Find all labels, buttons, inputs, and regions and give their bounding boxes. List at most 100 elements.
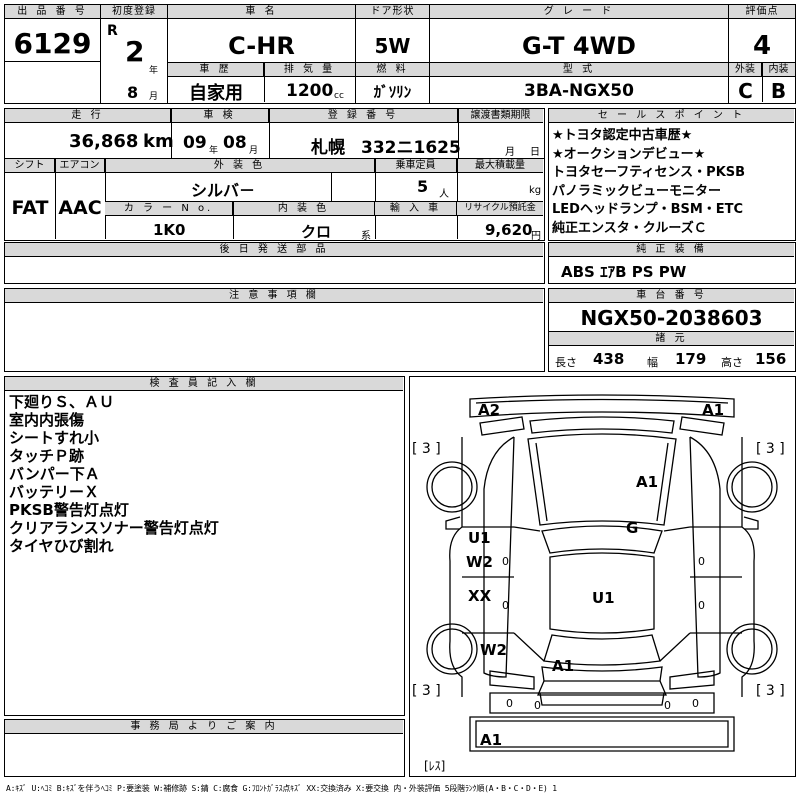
grade-value: G-T 4WD — [522, 32, 636, 60]
zero-mark: 0 — [692, 697, 699, 710]
interior-label: 内装 — [762, 63, 795, 77]
score-value: 4 — [752, 31, 772, 61]
recycle-unit: 円 — [531, 231, 541, 242]
windshield-shape — [541, 525, 663, 554]
door-label: ドア形状 — [356, 5, 429, 19]
year-unit: 年 — [149, 66, 159, 76]
length-label: 長さ — [555, 356, 577, 369]
registration-month: 8 — [127, 83, 139, 102]
model-value: 3BA-NGX50 — [524, 81, 634, 101]
selling-point-item: LEDヘッドランプ・BSM・ETC — [552, 202, 744, 217]
damage-rear-fender: W2 — [480, 641, 507, 659]
chassis-box: 車 台 番 号 NGX50-2038603 諸 元 長さ 438 幅 179 高… — [548, 288, 796, 372]
notes-label: 注 意 事 項 欄 — [5, 289, 543, 303]
recycle-value: 9,620 — [485, 221, 533, 239]
damage-front-door-1: U1 — [468, 529, 491, 547]
spare-box — [469, 716, 735, 752]
tire-front-left — [426, 461, 478, 513]
era-letter: R — [107, 23, 118, 39]
zero-mark: 0 — [698, 555, 705, 568]
hood-shape — [527, 433, 677, 526]
door-value: 5W — [374, 34, 411, 58]
inspector-item: シートすれ小 — [9, 429, 100, 447]
first-registration-cell: 初度登録 R 2 年 8 月 — [101, 5, 167, 102]
inspector-label: 検 査 員 記 入 欄 — [5, 377, 403, 391]
zero-mark: 0 — [698, 599, 705, 612]
grade-label: グ レ ー ド — [430, 5, 728, 19]
inspector-list: 下廻りＳ、ＡＵ 室内内張傷 シートすれ小 タッチＰ跡 バンパー下Ａ バッテリーＸ… — [9, 393, 219, 555]
fuel-value: ｶﾞｿﾘﾝ — [373, 83, 412, 101]
capacity-value: 5 — [417, 177, 429, 196]
inspection-year-unit: 年 — [209, 146, 219, 156]
legend-text: A:ｷｽﾞ U:ﾍｺﾐ B:ｷｽﾞを伴うﾍｺﾐ P:要塗装 W:補修跡 S:錆 … — [6, 784, 557, 793]
tire-mark-fl: [ 3 ] — [412, 441, 441, 457]
selling-point-item: トヨタセーフティセンス・PKSB — [552, 165, 746, 180]
chassis-number: NGX50-2038603 — [580, 306, 763, 330]
model-label: 型 式 — [430, 63, 728, 77]
inspector-item: 室内内張傷 — [9, 411, 85, 429]
car-name-label: 車 名 — [168, 5, 355, 19]
int-color-label: 内 装 色 — [233, 202, 375, 216]
tire-front-right — [726, 461, 778, 513]
exterior-label: 外装 — [729, 63, 762, 77]
lot-number-label: 出 品 番 号 — [5, 5, 100, 19]
recycle-label: リサイクル預託金 — [457, 202, 543, 216]
transfer-label: 譲渡書類期限 — [458, 109, 543, 123]
height-label: 高さ — [721, 356, 743, 369]
header-box: 出 品 番 号 6129 初度登録 R 2 年 8 月 車 名 C-HR 車 歴… — [4, 4, 796, 104]
inspector-item: タッチＰ跡 — [9, 447, 85, 465]
office-box: 事 務 局 よ り ご 案 内 — [4, 719, 405, 777]
exterior-grade: C — [738, 79, 753, 103]
roof-shape — [549, 552, 655, 634]
interior-grade: B — [770, 79, 787, 103]
front-bumper-shape — [469, 394, 735, 418]
capacity-label: 乗車定員 — [375, 159, 457, 173]
inspection-month: 08 — [223, 133, 247, 153]
notes-box: 注 意 事 項 欄 — [4, 288, 545, 372]
zero-mark: 0 — [502, 555, 509, 568]
later-parts-label: 後 日 発 送 部 品 — [5, 243, 543, 257]
damage-roof: U1 — [592, 589, 615, 607]
lot-number: 6129 — [13, 27, 92, 60]
damage-rear: A1 — [552, 657, 575, 675]
chassis-label: 車 台 番 号 — [549, 289, 794, 303]
zero-mark: 0 — [506, 697, 513, 710]
damage-front-bumper-left: A2 — [478, 401, 501, 419]
grade-cell: グ レ ー ド G-T 4WD 型 式 3BA-NGX50 — [430, 5, 728, 102]
mileage-value: 36,868 — [69, 131, 139, 152]
payload-unit: kg — [529, 185, 542, 196]
registration-year: 2 — [125, 35, 145, 68]
later-parts-box: 後 日 発 送 部 品 — [4, 242, 545, 284]
damage-windshield: G — [626, 519, 639, 537]
car-diagram-svg — [426, 394, 778, 752]
damage-rear-bumper: A1 — [480, 731, 503, 749]
mileage-unit: km — [143, 131, 174, 152]
history-value: 自家用 — [189, 83, 243, 104]
inspection-month-unit: 月 — [249, 146, 259, 156]
transfer-month-unit: 月 — [505, 147, 515, 158]
spare-less-label: [ﾚｽ] — [424, 759, 446, 773]
selling-point-item: 純正エンスタ・クルーズＣ — [552, 220, 707, 236]
import-label: 輸 入 車 — [375, 202, 457, 216]
length-value: 438 — [593, 350, 625, 368]
ac-value: AAC — [58, 197, 102, 219]
transfer-day-unit: 日 — [530, 147, 540, 158]
tire-rear-right — [726, 623, 778, 675]
score-label: 評価点 — [729, 5, 795, 19]
tire-mark-fr: [ 3 ] — [756, 441, 785, 457]
score-cell: 評価点 4 外装 内装 C B — [729, 5, 795, 103]
front-light-right — [679, 416, 725, 436]
inspector-item: バンパー下Ａ — [9, 465, 100, 483]
int-color-unit: 系 — [361, 231, 371, 242]
ext-color-label: 外 装 色 — [105, 159, 375, 173]
door-cell: ドア形状 5W 燃 料 ｶﾞｿﾘﾝ — [356, 5, 429, 102]
displacement-unit: cc — [334, 91, 344, 101]
ac-label: エアコン — [55, 159, 105, 173]
tire-mark-rr: [ 3 ] — [756, 683, 785, 699]
damage-front-bumper-right: A1 — [702, 401, 725, 419]
tire-mark-rl: [ 3 ] — [412, 683, 441, 699]
plate-label: 登 録 番 号 — [269, 109, 458, 123]
inspector-item: PKSB警告灯点灯 — [9, 501, 129, 519]
zero-mark: 0 — [502, 599, 509, 612]
genuine-equipment-box: 純 正 装 備 ABS ｴｱB PS PW — [548, 242, 796, 284]
